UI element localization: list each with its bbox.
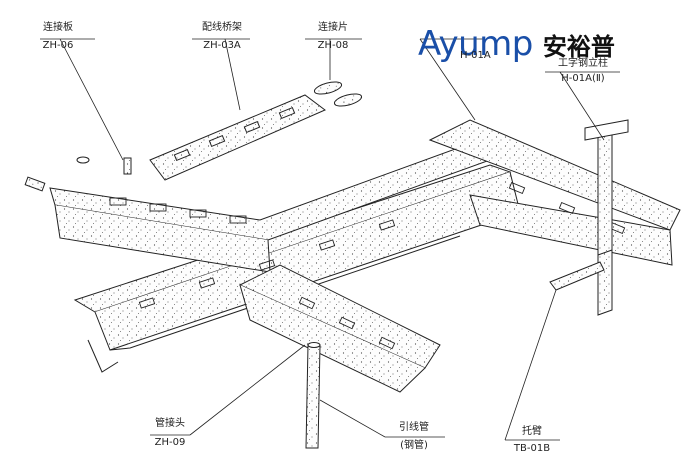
lead-pipe <box>305 342 321 449</box>
label-column-name: 工字钢立柱 <box>558 58 608 69</box>
label-bracket-code: TB-01B <box>513 443 551 454</box>
brand-logo: Ayump 安裕普 <box>418 24 615 64</box>
connector-pieces-zh08 <box>313 81 363 107</box>
tray-piece-zh03a <box>149 94 326 181</box>
label-lead-pipe-name: 引线管 <box>399 422 429 433</box>
branch-tray <box>238 264 441 393</box>
label-top-right-code: H-01A <box>460 50 491 61</box>
label-lead-pipe-note: (钢管) <box>400 440 428 451</box>
label-tray-name: 配线桥架 <box>202 22 242 33</box>
steel-column <box>584 119 629 316</box>
label-connector-piece-code: ZH-08 <box>317 40 349 51</box>
label-column-code: H-01A(Ⅱ) <box>561 73 605 84</box>
tray-slots <box>109 182 626 350</box>
label-tray-code: ZH-03A <box>203 40 241 51</box>
leader-lines <box>40 38 620 441</box>
label-connector-piece-name: 连接片 <box>318 22 348 33</box>
label-connector-plate-name: 连接板 <box>43 22 73 33</box>
brand-logo-cjk: 安裕普 <box>542 32 615 61</box>
label-bracket-name: 托臂 <box>522 426 542 437</box>
brand-logo-latin: Ayump <box>418 24 533 64</box>
bracket-arm <box>549 261 605 291</box>
connector-plate-zh06 <box>24 156 132 192</box>
label-pipe-joint-code: ZH-09 <box>154 437 186 448</box>
label-pipe-joint-name: 管接头 <box>155 418 185 429</box>
label-connector-plate-code: ZH-06 <box>42 40 74 51</box>
